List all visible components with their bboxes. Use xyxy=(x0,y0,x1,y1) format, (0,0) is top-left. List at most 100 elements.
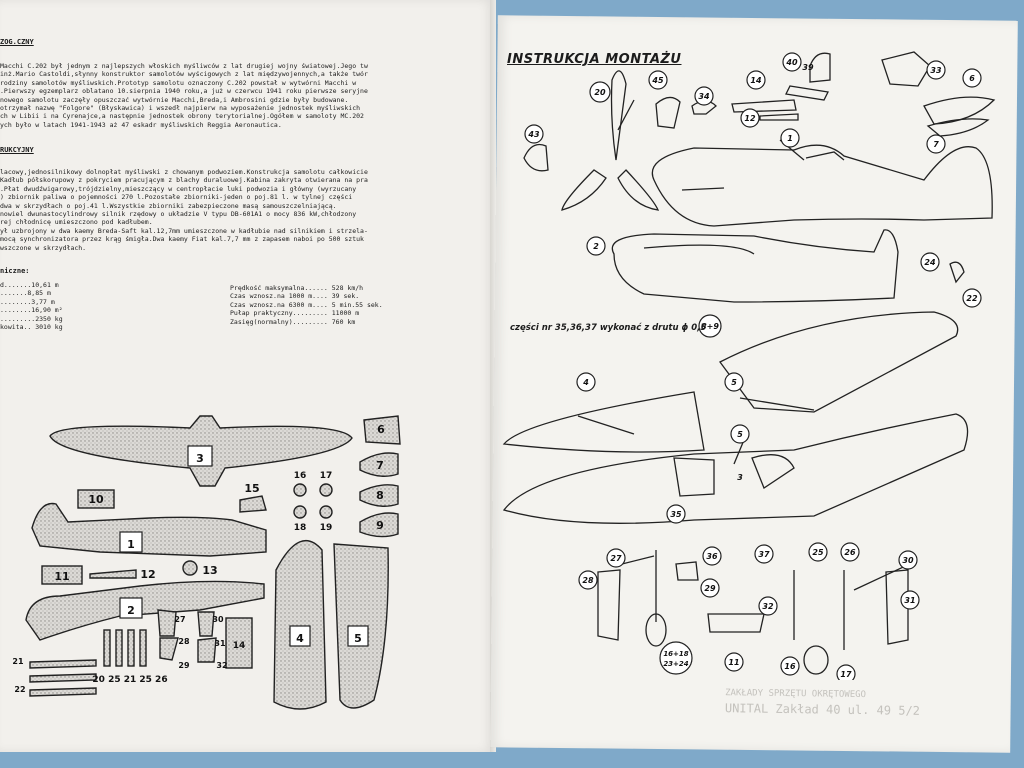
part-21 xyxy=(127,629,135,667)
callout-34: 34 xyxy=(698,92,710,101)
spec-row: Zasięg(normalny)......... 760 km xyxy=(230,317,356,326)
callout-16: 16 xyxy=(784,662,796,671)
part-27 xyxy=(157,609,177,637)
left-page: ZOG.CZNY Macchi C.202 był jednym z najle… xyxy=(0,0,494,752)
gear-part-11 xyxy=(707,613,765,633)
callout-32: 32 xyxy=(762,602,774,611)
faded-stamp: ZAKŁADY SPRZĘTU OKRĘTOWEGO UNITAL Zakład… xyxy=(725,686,995,720)
part-28 xyxy=(159,637,179,661)
part-label-4: 4 xyxy=(296,632,304,645)
part-14 xyxy=(731,99,797,113)
callout-36: 36 xyxy=(706,552,718,561)
part-7-cowl xyxy=(926,118,990,137)
callout-5b: 5 xyxy=(737,430,743,439)
part-label-2: 2 xyxy=(127,604,135,617)
part-label-32: 32 xyxy=(216,661,227,670)
part-strip-c xyxy=(29,687,97,697)
callout-23-24: 23+24 xyxy=(663,660,688,668)
callout-45: 45 xyxy=(651,76,664,85)
part-label-22: 22 xyxy=(14,685,25,694)
part-label-28: 28 xyxy=(178,637,190,646)
wing-main-center xyxy=(502,413,969,524)
part-20 xyxy=(103,629,111,667)
callout-40: 40 xyxy=(785,58,798,67)
part-label-17: 17 xyxy=(320,471,333,481)
part-16-wheel xyxy=(293,483,307,497)
fuselage-lower-outline xyxy=(611,229,899,303)
spec-row: ........3,77 m xyxy=(0,297,55,306)
canopy-33 xyxy=(881,51,931,87)
part-8 xyxy=(359,484,399,507)
part-39 xyxy=(785,85,829,101)
callout-24: 24 xyxy=(924,258,936,267)
part-label-16: 16 xyxy=(294,471,307,481)
part-40 xyxy=(809,52,831,83)
part-label-15: 15 xyxy=(244,482,259,495)
part-label-30: 30 xyxy=(212,615,224,624)
part-label-1: 1 xyxy=(127,538,135,551)
page-fold xyxy=(490,0,496,752)
spec-row: Czas wznosz.na 6300 m.... 5 min.55 sek. xyxy=(230,300,383,309)
assembly-title: INSTRUKCJA MONTAŻU xyxy=(507,52,682,67)
callout-17: 17 xyxy=(840,670,852,679)
spec-list-dimensions: d.......10,61 m .......8,85 m ........3,… xyxy=(0,281,150,331)
spec-row: Pułap praktyczny......... 11000 m xyxy=(230,309,360,318)
part-26 xyxy=(139,629,147,667)
part-13 xyxy=(182,560,198,576)
part-panel xyxy=(225,617,253,669)
part-4-wing xyxy=(273,539,327,710)
callout-1: 1 xyxy=(787,134,793,143)
spec-row: Prędkość maksymalna...... 528 km/h xyxy=(230,284,364,292)
part-7 xyxy=(359,452,399,477)
parts-sheet-drawing: 3 1 2 4 5 10 11 12 13 15 6 7 8 9 16 17 1… xyxy=(12,415,401,710)
callout-25: 25 xyxy=(812,548,824,557)
part-1-fuselage xyxy=(31,502,267,557)
part-label-sequence: 20 25 21 25 26 xyxy=(92,675,167,685)
callout-27: 27 xyxy=(610,554,622,563)
callout-20: 20 xyxy=(594,88,606,97)
callout-4: 4 xyxy=(582,378,589,387)
callout-30: 30 xyxy=(902,556,914,565)
callout-43: 43 xyxy=(527,130,540,139)
callout-7: 7 xyxy=(933,140,939,149)
part-12-exhaust xyxy=(89,569,137,579)
section-heading-intro: ZOG.CZNY xyxy=(0,38,34,46)
spec-row: kowita.. 3010 kg xyxy=(0,323,63,332)
tailwheel-24 xyxy=(949,261,965,284)
callout-33: 33 xyxy=(930,66,942,75)
part-label-31: 31 xyxy=(214,639,226,648)
part-label-7: 7 xyxy=(376,459,384,472)
callout-31: 31 xyxy=(904,596,915,605)
callout-11: 11 xyxy=(728,658,739,667)
part-label-21: 21 xyxy=(12,657,24,666)
intro-paragraph: Macchi C.202 był jednym z najlepszych wł… xyxy=(0,62,368,129)
callout-22: 22 xyxy=(966,294,978,303)
assembly-diagram: 20 45 34 14 40 33 6 7 12 43 1 2 24 22 8+… xyxy=(502,51,996,680)
propeller-20 xyxy=(610,70,627,161)
fuselage-upper-outline xyxy=(651,144,993,227)
fuselage-cockpit-line xyxy=(805,151,845,161)
callout-28: 28 xyxy=(582,576,594,585)
callout-16-18: 16+18 xyxy=(663,650,688,658)
part-label-14: 14 xyxy=(233,641,246,651)
callout-35: 35 xyxy=(670,510,682,519)
part-strip-b xyxy=(29,673,97,683)
main-wheel-right xyxy=(803,645,829,675)
part-label-3: 3 xyxy=(196,452,204,465)
gear-door-28 xyxy=(597,569,621,641)
part-label-27: 27 xyxy=(174,615,185,624)
part-12-gun xyxy=(759,113,799,121)
part-label-29: 29 xyxy=(178,661,190,670)
callout-29: 29 xyxy=(704,584,716,593)
spec-row: Czas wznosz.na 1000 m.... 39 sek. xyxy=(230,292,360,301)
callout-8-9: 8+9 xyxy=(701,322,719,331)
part-label-19: 19 xyxy=(320,523,333,533)
callout-37: 37 xyxy=(758,550,770,559)
part-label-6: 6 xyxy=(377,423,385,436)
callout-6: 6 xyxy=(969,74,975,83)
spec-row: ........16,90 m² xyxy=(0,306,63,315)
spec-row: .......8,85 m xyxy=(0,289,51,298)
callout-14: 14 xyxy=(750,76,762,85)
part-10 xyxy=(77,489,115,509)
gear-door-31 xyxy=(885,569,909,645)
